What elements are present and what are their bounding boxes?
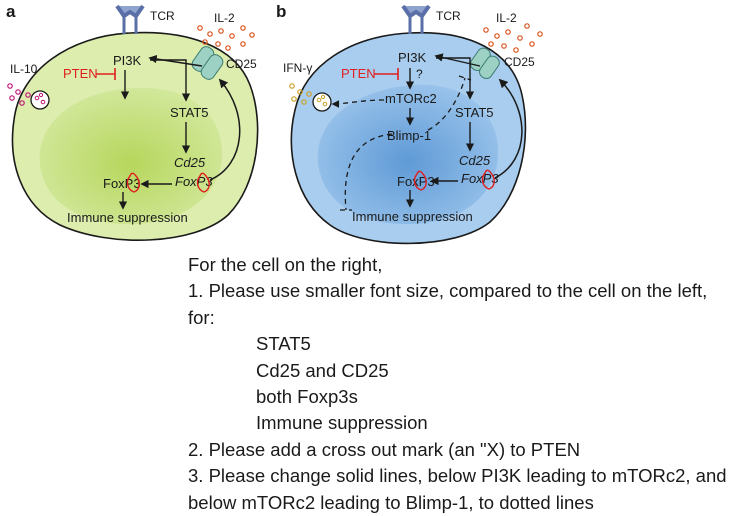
dashed-mtorc2-to-vesicle-b <box>331 99 385 108</box>
notes-sub-cd25: Cd25 and CD25 <box>256 359 389 381</box>
panel-a: a TCR IL-2 CD25 IL-10 <box>6 2 259 241</box>
arrow-cd25-to-membrane-b <box>494 78 523 179</box>
arrow-cd25-to-membrane-a <box>209 78 241 181</box>
cd25-label-a: CD25 <box>226 57 257 71</box>
panel-b: b TCR IL-2 CD25 IFN-γ <box>276 2 543 245</box>
panel-a-letter: a <box>6 2 16 21</box>
notes-sub-foxp3: both Foxp3s <box>256 386 358 408</box>
tcr-label-b: TCR <box>436 9 461 23</box>
cell-b-nucleus <box>317 84 499 225</box>
il10-label-a: IL-10 <box>10 62 38 76</box>
il2-label-b: IL-2 <box>496 11 517 25</box>
notes-item-1: 1. Please use smaller font size, compare… <box>188 280 708 302</box>
blimp1-label-b: Blimp-1 <box>387 128 431 143</box>
pten-inhibition-a <box>96 68 116 80</box>
dashed-blimp1-to-suppression-b <box>340 133 393 211</box>
stat5-label-a: STAT5 <box>170 105 209 120</box>
vesicle-a <box>30 90 50 110</box>
figure-panels: a TCR IL-2 CD25 IL-10 <box>6 2 543 245</box>
pten-inhibition-b <box>374 68 399 80</box>
vesicle-b <box>312 92 332 112</box>
il2-dots-a <box>197 25 255 51</box>
pi3k-label-b: PI3K <box>398 50 427 65</box>
question-mark-b: ? <box>416 67 423 81</box>
cd25-gene-label-b: Cd25 <box>459 153 491 168</box>
stat5-label-b: STAT5 <box>455 105 494 120</box>
arrow-cd25-pi3k-a <box>148 54 203 67</box>
cd25-gene-label-a: Cd25 <box>174 155 206 170</box>
mtorc2-label-b: mTORc2 <box>385 91 437 106</box>
dashed-blimp1-to-stat5-b <box>427 75 472 131</box>
immune-suppression-label-a: Immune suppression <box>67 210 188 225</box>
foxp3-gene-label-b: FoxP3 <box>461 171 499 186</box>
immune-suppression-label-b: Immune suppression <box>352 209 473 224</box>
il10-dots-a <box>7 83 31 106</box>
ifn-label-b: IFN-γ <box>283 61 312 75</box>
il2-label-a: IL-2 <box>214 11 235 25</box>
arrow-cd25-pi3k-b <box>434 53 481 67</box>
cell-a-nucleus <box>39 87 223 225</box>
foxp3-red-mark-b <box>413 170 427 191</box>
foxp3-protein-label-a: FoxP3 <box>103 176 141 191</box>
notes-intro: For the cell on the right, <box>188 254 383 275</box>
tcr-receptor-b <box>401 4 431 34</box>
foxp3-red-mark-gene-a <box>196 172 210 193</box>
foxp3-red-mark-a <box>126 172 140 193</box>
pten-label-b: PTEN <box>341 66 376 81</box>
il2-dots-b <box>483 23 543 53</box>
cd25-label-b: CD25 <box>504 55 535 69</box>
pi3k-label-a: PI3K <box>113 53 142 68</box>
foxp3-gene-label-a: FoxP3 <box>175 174 213 189</box>
foxp3-red-mark-gene-b <box>481 169 495 190</box>
panel-b-letter: b <box>276 2 286 21</box>
tcr-receptor-a <box>115 4 145 34</box>
notes-sub-stat5: STAT5 <box>256 333 311 355</box>
notes-item-1-cont: for: <box>188 306 215 328</box>
pten-label-a: PTEN <box>63 66 98 81</box>
instruction-notes: For the cell on the right, 1. Please use… <box>188 252 748 516</box>
notes-item-2: 2. Please add a cross out mark (an "X) t… <box>188 438 581 460</box>
ifn-dots-b <box>289 83 312 105</box>
notes-sub-immune: Immune suppression <box>256 412 428 434</box>
tcr-label-a: TCR <box>150 9 175 23</box>
notes-item-3-cont: below mTORc2 leading to Blimp-1, to dott… <box>188 491 594 513</box>
notes-item-3: 3. Please change solid lines, below PI3K… <box>188 465 727 487</box>
